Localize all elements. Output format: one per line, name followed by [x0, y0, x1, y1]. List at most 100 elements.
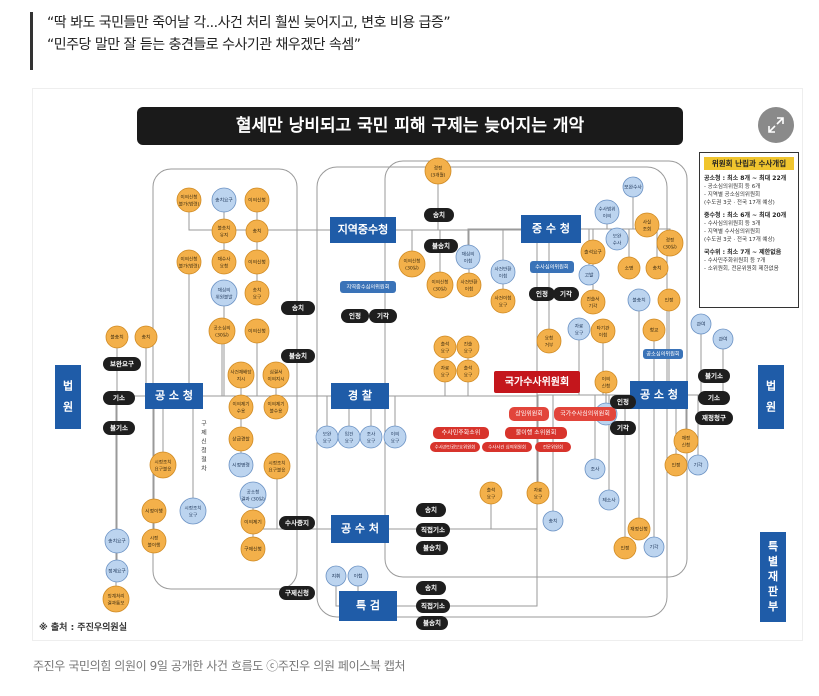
node-label: 조사 [367, 431, 376, 438]
step-node [673, 428, 699, 454]
node-label: 불송치 [110, 334, 123, 341]
request-node [622, 176, 644, 198]
flow-loop [152, 168, 298, 590]
step-node [456, 335, 480, 359]
flow-line [360, 493, 492, 530]
node-label: 이의 [603, 213, 611, 220]
court-box [760, 532, 786, 622]
node-label: 이의신청 [248, 328, 266, 335]
expand-image-button[interactable] [758, 107, 794, 143]
node-label: 이의신청 [404, 258, 421, 265]
node-label: 송치 [253, 228, 262, 235]
node-label: 지시 [237, 376, 245, 383]
decision-pill [416, 581, 446, 595]
national-investigation-committee [535, 442, 571, 452]
request-node [490, 259, 516, 285]
agency-box [630, 381, 688, 409]
node-label: 불이행 소위원회 [516, 429, 557, 437]
step-node [263, 394, 289, 420]
decision-pill [424, 208, 454, 222]
committee-label [340, 281, 396, 293]
legend-item: - 지역별 수사심의위원회 [704, 229, 761, 235]
step-node [105, 325, 129, 349]
decision-pill [698, 391, 730, 405]
step-node [398, 250, 426, 278]
national-investigation-committee [554, 407, 616, 421]
national-investigation-committee [494, 371, 580, 393]
legend-box: 위원회 난립과 수사개입 공소청 : 최소 8개 ~ 최대 22개 - 공소심의… [699, 152, 799, 308]
step-node [176, 249, 202, 275]
agency-box [330, 217, 396, 243]
request-node [690, 313, 712, 335]
node-label: 요구 [441, 349, 449, 355]
step-node [176, 187, 202, 213]
node-label: 징계처리 [108, 593, 125, 600]
node-label: 송치 [653, 265, 662, 272]
node-label: 이첩 [599, 332, 607, 339]
agency-box [331, 515, 389, 543]
image-caption: 주진우 국민의힘 의원이 9일 공개한 사건 흐름도 ⓒ주진우 의원 페이스북 … [33, 659, 406, 673]
request-node [325, 565, 347, 587]
node-label: 수사심의위원회 [535, 263, 569, 271]
step-node [656, 229, 684, 257]
node-label: 불송치 [423, 543, 441, 552]
node-label: 재정 [682, 435, 690, 442]
node-label: 수사관인권보호위원회 [435, 444, 475, 451]
node-label: 요구 [487, 495, 495, 501]
node-label: 보완 [323, 431, 332, 438]
decision-pill [610, 421, 636, 435]
node-label: 법 [63, 378, 73, 392]
decision-pill [103, 357, 141, 371]
step-node [433, 359, 457, 383]
flow-line [174, 395, 194, 511]
node-label: 요구 [575, 331, 583, 337]
node-label: 공 수 처 [341, 521, 379, 535]
decision-pill [553, 287, 579, 301]
legend-item: (수도권 3곳 · 전국 17개 예상) [704, 237, 775, 243]
request-node [179, 497, 207, 525]
legend-head: 중수청 : 최소 6개 ~ 최대 20개 [704, 212, 787, 219]
node-label: 요구 [464, 349, 472, 355]
node-label: 결과 (30일) [241, 496, 265, 503]
request-node [584, 458, 606, 480]
step-node [627, 517, 651, 541]
node-label: 타기관 [597, 325, 610, 332]
decision-pill [424, 239, 458, 253]
request-node [598, 489, 620, 511]
node-label: 차 [201, 465, 207, 473]
node-label: 구제신청 [244, 546, 262, 553]
node-label: 요구 [499, 303, 507, 309]
node-label: 재심의 [462, 251, 475, 258]
node-label: 출석 [487, 487, 495, 494]
court-box [758, 365, 784, 429]
node-label: 요구 [189, 513, 197, 519]
legend-title: 위원회 난립과 수사개입 [704, 157, 794, 170]
node-label: 심결서 [270, 369, 283, 376]
node-label: 입건 [345, 431, 353, 438]
article-quote: “딱 봐도 국민들만 죽어날 각...사건 처리 훨씬 늦어지고, 변호 비용 … [30, 12, 670, 70]
node-label: 불가(법령) [179, 201, 200, 208]
node-label: 출석 [441, 341, 449, 348]
diagram-canvas: 혈세만 낭비되고 국민 피해 구제는 늦어지는 개악 이의신청불가(법령)이의신… [55, 107, 786, 630]
node-label: 재 [768, 569, 778, 583]
national-investigation-committee [433, 427, 489, 439]
national-investigation-committee [505, 427, 567, 439]
node-label: 시정명령 [232, 462, 250, 469]
node-label: 인정 [536, 289, 548, 298]
node-label: 절 [201, 456, 207, 464]
node-label: 국가수사심의위원회 [560, 410, 610, 418]
legend-item: - 수사심의위원회 등 3개 [704, 221, 761, 227]
node-label: 인정 [672, 462, 681, 469]
node-label: 제소사 [602, 497, 616, 504]
node-label: 수용 [237, 409, 245, 415]
node-label: 보완요구 [110, 359, 134, 368]
node-label: 공 소 청 [640, 387, 678, 401]
legend-item: - 공소심의위원회 등 6개 [704, 184, 761, 190]
decision-pill [279, 516, 315, 530]
step-node [456, 272, 482, 298]
flow-line [638, 394, 659, 529]
node-label: 이의신청 [248, 259, 266, 266]
node-label: 송치 [425, 505, 437, 514]
node-label: 원 [63, 400, 73, 414]
